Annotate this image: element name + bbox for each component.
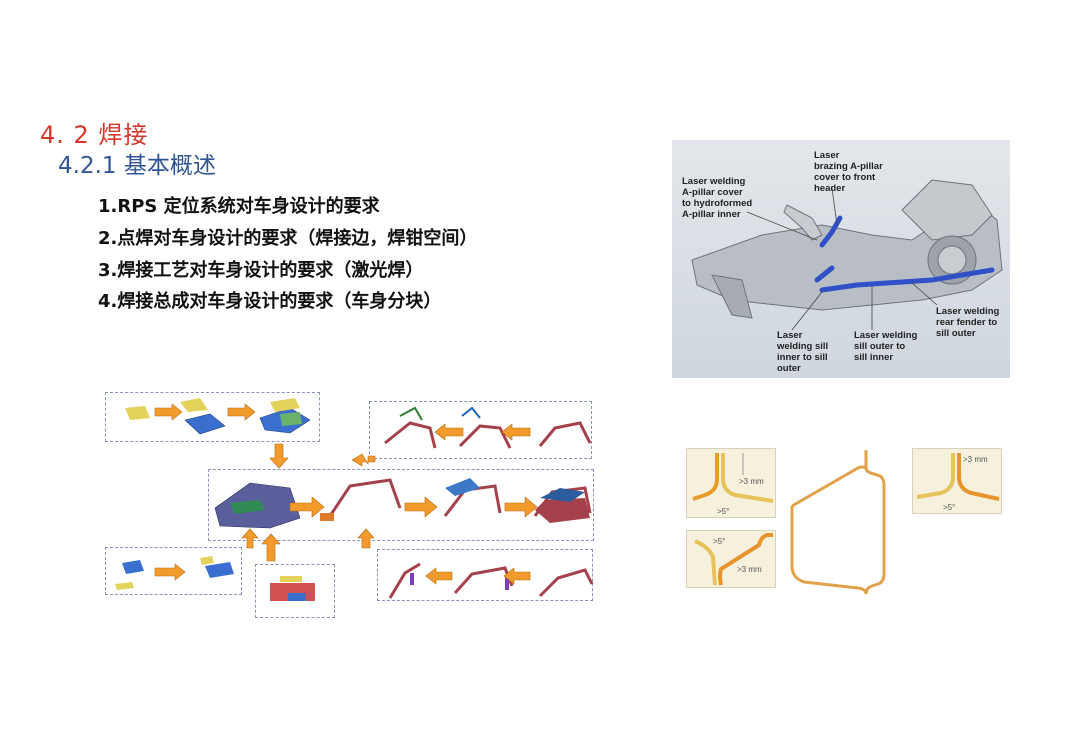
callout-a-pillar-front-header: Laser brazing A-pillar cover to front he… [814,150,883,194]
laser-welding-photo: Laser brazing A-pillar cover to front he… [672,140,1010,378]
flange-panel-1: >3 mm >5° [686,448,776,518]
flange-angle-label: >5° [943,503,956,512]
front-module-box [255,564,335,618]
main-body-group-box [208,469,594,541]
flange-dim-label: >3 mm [737,565,762,574]
assembly-parts-illustration [115,398,594,601]
callout-sill-inner-outer: Laser welding sill inner to sill outer [777,330,829,374]
flange-angle-label: >5° [717,507,730,516]
flange-diagrams: >3 mm >5° >3 mm >5° >5° >3 mm [680,440,1010,600]
requirement-item: 1.RPS 定位系统对车身设计的要求 [98,196,380,217]
requirement-item: 2.点焊对车身设计的要求（焊接边，焊钳空间） [98,228,478,249]
callout-a-pillar-cover: Laser welding A-pillar cover to hydrofor… [682,176,753,220]
car-body-frame-illustration [672,140,1010,378]
requirement-item: 3.焊接工艺对车身设计的要求（激光焊） [98,260,424,281]
side-panel-group-box-top [369,401,592,459]
subsection-title: 4.2.1 基本概述 [58,153,216,179]
callout-rear-fender: Laser welding rear fender to sill outer [936,306,1000,339]
requirement-item: 4.焊接总成对车身设计的要求（车身分块） [98,291,442,312]
section-title: 4. 2 焊接 [40,121,149,149]
callout-sill-outer-inner: Laser welding sill outer to sill inner [854,330,918,363]
floor-parts-group-box [105,547,242,595]
flange-dim-label: >3 mm [963,455,988,464]
body-assembly-flow-diagram [100,388,600,623]
flange-panel-3: >5° >3 mm [686,530,776,588]
side-panel-group-box-bottom [377,549,593,601]
underbody-group-box [105,392,320,442]
flange-dim-label: >3 mm [739,477,764,486]
sill-profile [788,446,918,596]
flange-angle-label: >5° [713,537,726,546]
flange-panel-2: >3 mm >5° [912,448,1002,514]
